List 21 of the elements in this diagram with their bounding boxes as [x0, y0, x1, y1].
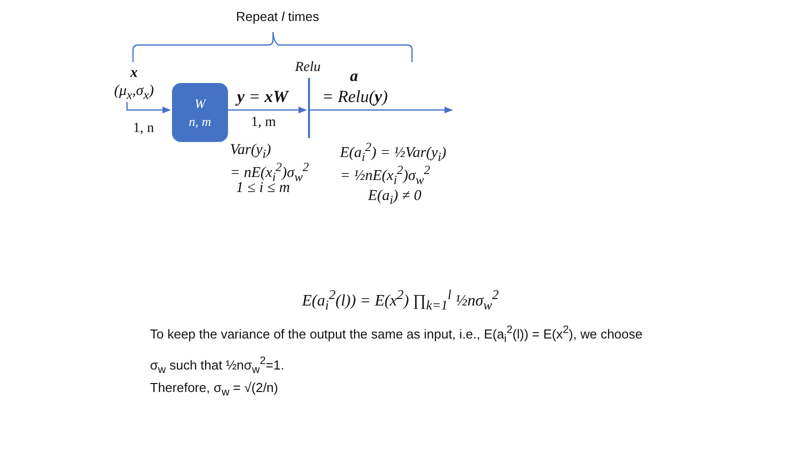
explanation-text: To keep the variance of the output the same as input, i.e., E(a$_{i}$$^{2}$(l)) = E(x$^{2}$), we choose σ$_{w}$ such that ½nσ$_{w}$$^{2}$=1.: [150, 323, 644, 378]
function-label: Relu: [295, 60, 321, 76]
equation-label: Var(y$_{i}$): [230, 142, 271, 162]
arrow: [228, 106, 307, 114]
edge-label: 1, n: [133, 121, 154, 137]
equation-label: E(a$_{i}$$^{2}$) = ½Var(y$_{i}$): [340, 140, 446, 165]
parameter-label: (μ$_{x}$,σ$_{x}$): [114, 82, 154, 104]
dimension-label: n, m: [188, 112, 212, 130]
condition-label: 1 ≤ i ≤ m: [236, 180, 290, 197]
process-box: [172, 83, 228, 142]
arrow: [126, 102, 171, 114]
condition-label: E(a$_{i}$) ≠ 0: [368, 188, 422, 208]
arrow: [310, 106, 453, 114]
equation-label: y = xW: [237, 87, 288, 107]
edge-label: 1, m: [251, 115, 276, 131]
variable-label: x: [130, 64, 138, 82]
variable-label: a: [350, 68, 358, 86]
equation-label: = Relu(y): [322, 87, 388, 107]
variable-label: W: [194, 94, 206, 112]
repeat-label: Repeat l times: [236, 9, 320, 24]
conclusion-text: Therefore, σ$_{w}$ = √(2/n): [150, 380, 278, 399]
